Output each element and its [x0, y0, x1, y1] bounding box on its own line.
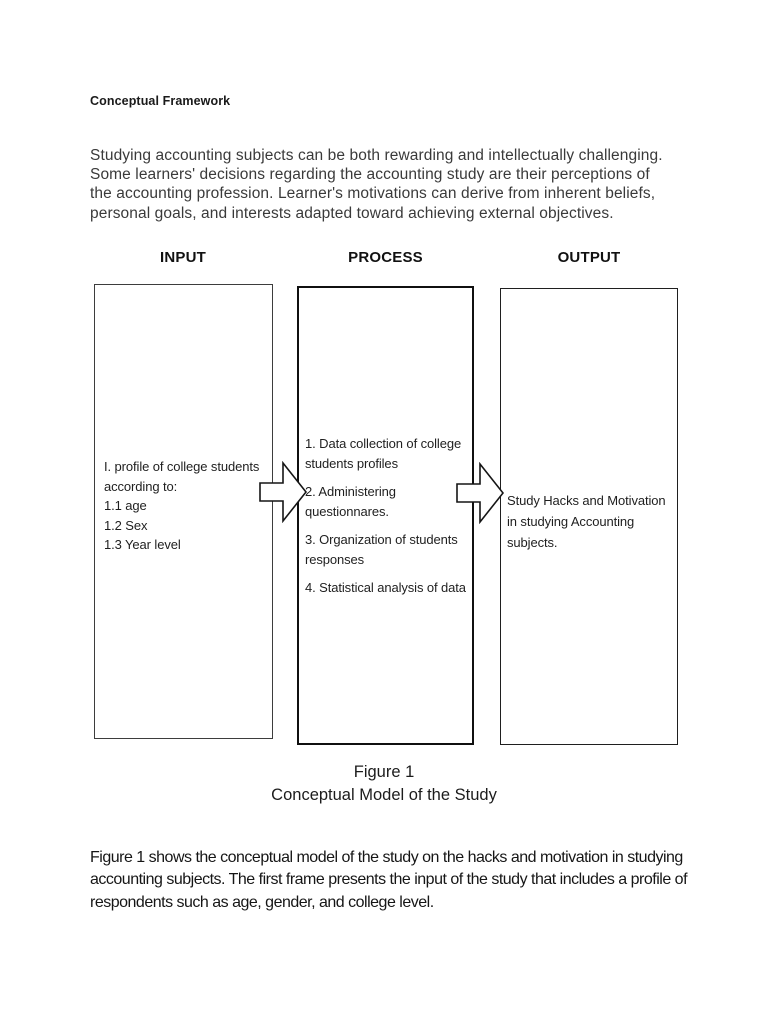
flow-arrow-input-to-process-icon — [259, 461, 307, 523]
output-box-text: Study Hacks and Motivation in studying A… — [507, 493, 666, 550]
closing-paragraph: Figure 1 shows the conceptual model of t… — [90, 849, 688, 911]
intro-paragraph: Studying accounting subjects can be both… — [90, 146, 663, 222]
input-intro-line: I. profile of college students according… — [104, 459, 260, 494]
figure-caption-line1: Figure 1 — [353, 763, 415, 781]
process-box-text: 1. Data collection of college students p… — [305, 434, 471, 607]
process-item: 4. Statistical analysis of data — [305, 580, 466, 595]
input-column-header: INPUT — [160, 249, 206, 266]
figure-caption: Figure 1 Conceptual Model of the Study — [0, 761, 768, 807]
input-item: 1.1 age — [104, 498, 147, 514]
input-item: 1.3 Year level — [104, 537, 181, 553]
section-heading: Conceptual Framework — [90, 94, 231, 108]
process-item: 3. Organization of students responses — [305, 532, 458, 567]
input-item: 1.2 Sex — [104, 517, 148, 533]
input-box-text: I. profile of college students according… — [104, 457, 264, 555]
process-column-header: PROCESS — [348, 249, 423, 266]
output-box — [500, 288, 678, 745]
flow-arrow-process-to-output-icon — [456, 462, 504, 524]
figure-caption-line2: Conceptual Model of the Study — [271, 786, 497, 804]
input-box — [94, 284, 273, 739]
process-item: 2. Administering questionnares. — [305, 484, 396, 519]
process-item: 1. Data collection of college students p… — [305, 436, 462, 471]
output-column-header: OUTPUT — [557, 249, 621, 266]
process-box — [297, 286, 474, 745]
